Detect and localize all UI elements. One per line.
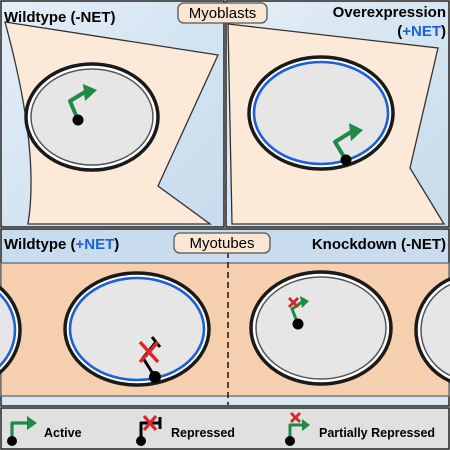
wildtype-myotube-label: Wildtype (+NET) — [4, 236, 119, 253]
active-gene-arrow-icon — [333, 123, 363, 166]
overexpression-label: Overexpression — [333, 4, 446, 21]
nucleus-partial-right — [414, 277, 450, 383]
myotubes-title: Myotubes — [189, 235, 254, 252]
nucleus-overexpression-myoblast — [247, 55, 395, 171]
legend-label-repressed: Repressed — [171, 426, 235, 440]
myoblasts-title-box: Myoblasts — [177, 2, 268, 24]
nucleus-knockdown-myotube — [249, 270, 393, 386]
nucleus-wildtype-myoblast — [24, 62, 160, 172]
legend-background — [0, 407, 450, 450]
legend: Active Repressed Partially Repressed — [0, 407, 450, 450]
partially-repressed-gene-icon — [288, 296, 309, 330]
nucleus-partial-left — [0, 285, 22, 375]
active-gene-arrow-icon — [7, 416, 37, 446]
legend-item-repressed: Repressed — [136, 414, 235, 446]
active-gene-arrow-icon — [68, 84, 97, 126]
myotubes-section: Wildtype (+NET) Myotubes Knockdown (-NET… — [0, 228, 450, 407]
legend-item-partially-repressed: Partially Repressed — [285, 412, 435, 446]
partially-repressed-gene-icon — [285, 412, 310, 446]
repressed-gene-icon — [136, 414, 162, 446]
myoblasts-title: Myoblasts — [189, 5, 257, 22]
myotubes-title-box: Myotubes — [173, 232, 271, 254]
overexpression-net-label: (+NET) — [397, 23, 446, 40]
legend-label-partially-repressed: Partially Repressed — [319, 426, 435, 440]
wildtype-myoblast-label: Wildtype (-NET) — [4, 9, 116, 26]
knockdown-label: Knockdown (-NET) — [312, 236, 446, 253]
myoblasts-section: Wildtype (-NET) Myoblasts Overexpression… — [0, 0, 450, 228]
nucleus-wildtype-myotube — [63, 271, 211, 387]
repressed-gene-icon — [138, 336, 162, 383]
legend-item-active: Active — [7, 416, 82, 446]
legend-label-active: Active — [44, 426, 82, 440]
